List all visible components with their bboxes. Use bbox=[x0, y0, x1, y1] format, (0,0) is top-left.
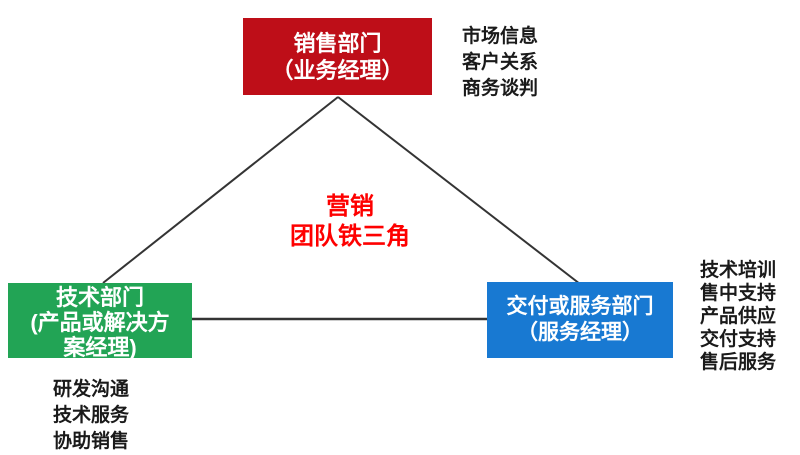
tech-node-line-2: (产品或解决方 bbox=[30, 310, 170, 335]
sales-department-node: 销售部门 （业务经理） bbox=[243, 18, 432, 95]
delivery-function-item: 交付支持 bbox=[700, 329, 777, 350]
tech-function-item: 研发沟通 bbox=[53, 379, 130, 400]
delivery-function-item: 售后服务 bbox=[700, 352, 777, 373]
triangle-edge-right bbox=[337, 96, 581, 285]
diagram-title-line-2: 团队铁三角 bbox=[290, 223, 410, 250]
delivery-functions-list: 技术培训 售中支持 产品供应 交付支持 售后服务 bbox=[700, 259, 776, 374]
sales-node-line-2: （业务经理） bbox=[271, 57, 404, 83]
delivery-function-item: 产品供应 bbox=[700, 306, 777, 327]
sales-function-item: 商务谈判 bbox=[462, 78, 539, 99]
delivery-node-line-2: （服务经理） bbox=[517, 321, 643, 344]
tech-function-item: 技术服务 bbox=[53, 405, 130, 426]
tech-function-item: 协助销售 bbox=[53, 431, 130, 452]
diagram-title-line-1: 营销 bbox=[326, 193, 374, 220]
tech-node-line-1: 技术部门 bbox=[55, 285, 144, 310]
delivery-function-item: 技术培训 bbox=[700, 260, 777, 281]
delivery-department-node: 交付或服务部门 （服务经理） bbox=[487, 282, 673, 358]
sales-function-item: 客户关系 bbox=[462, 52, 539, 73]
sales-functions-list: 市场信息 客户关系 商务谈判 bbox=[462, 24, 538, 102]
sales-node-line-1: 销售部门 bbox=[293, 30, 382, 56]
tech-functions-list: 研发沟通 技术服务 协助销售 bbox=[53, 377, 129, 455]
tech-node-line-3: 案经理) bbox=[63, 335, 137, 358]
tech-department-node: 技术部门 (产品或解决方 案经理) bbox=[8, 283, 192, 358]
delivery-function-item: 售中支持 bbox=[700, 283, 777, 304]
delivery-node-line-1: 交付或服务部门 bbox=[506, 295, 654, 318]
sales-function-item: 市场信息 bbox=[462, 26, 539, 47]
diagram-title: 营销 团队铁三角 bbox=[260, 192, 440, 252]
triangle-edge-left bbox=[102, 96, 339, 284]
